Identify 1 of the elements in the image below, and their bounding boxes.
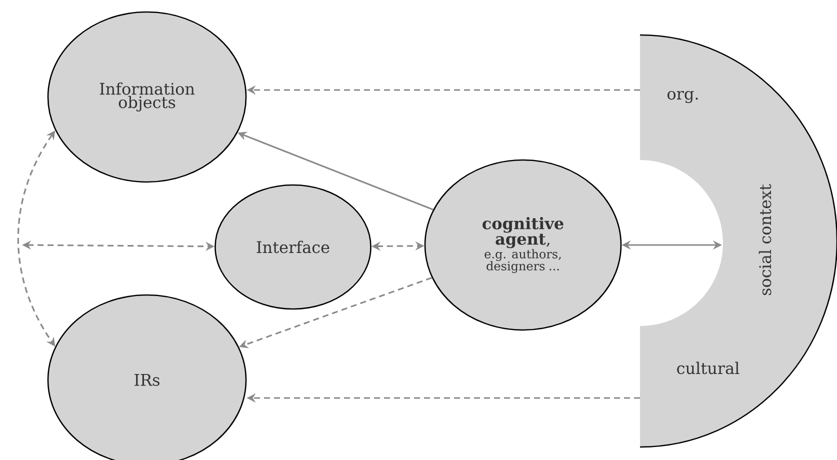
social-context-band: org. social context cultural [640, 34, 837, 448]
